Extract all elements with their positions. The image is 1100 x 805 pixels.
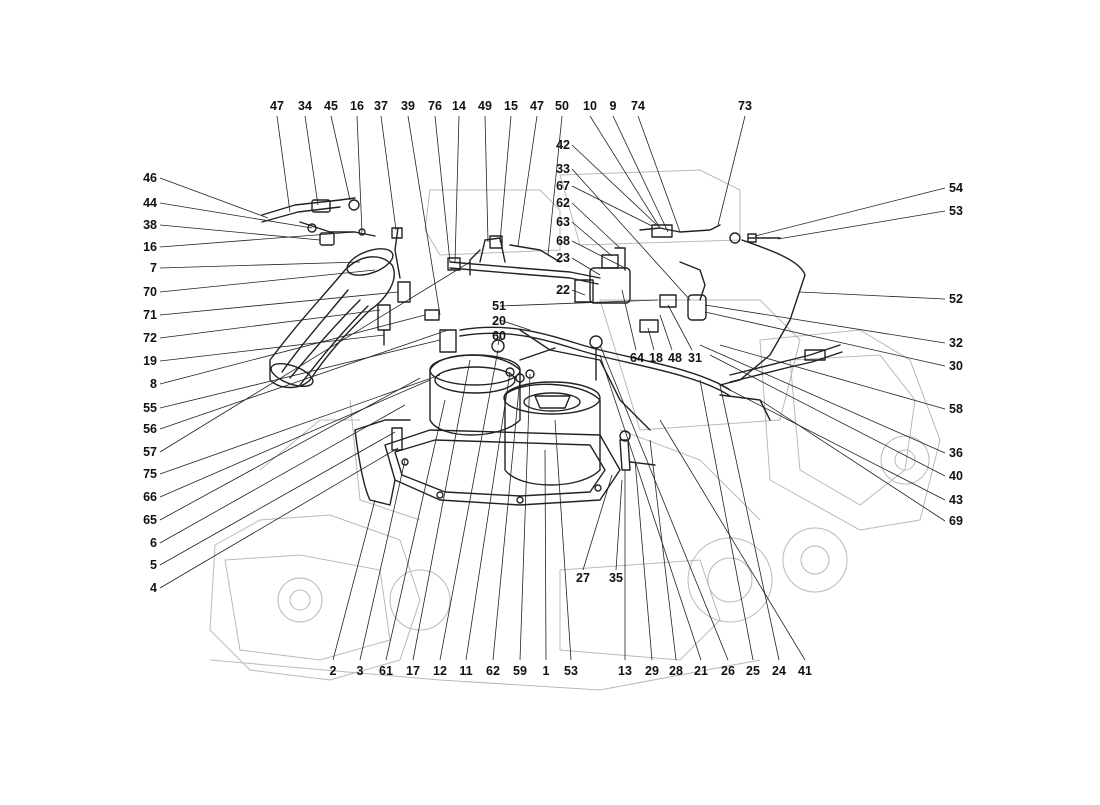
- callout-top-7: 14: [452, 99, 466, 113]
- callout-bottom-6: 62: [486, 664, 500, 678]
- callout-center-9: 20: [492, 314, 506, 328]
- callout-center-6: 23: [556, 251, 570, 265]
- callout-left-10: 55: [143, 401, 157, 415]
- callout-bottom-5: 11: [459, 664, 472, 678]
- callout-left-15: 65: [143, 513, 157, 527]
- callout-center-15: 27: [576, 571, 590, 585]
- callout-bottom-13: 21: [694, 664, 708, 678]
- callout-bottom-8: 1: [543, 664, 550, 678]
- callout-left-5: 70: [143, 285, 157, 299]
- callout-left-9: 8: [150, 377, 157, 391]
- callout-top-14: 74: [631, 99, 645, 113]
- callout-top-9: 15: [504, 99, 518, 113]
- callout-left-16: 6: [150, 536, 157, 550]
- callout-bottom-4: 12: [433, 664, 447, 678]
- callout-center-8: 51: [492, 299, 506, 313]
- callout-left-0: 46: [143, 171, 157, 185]
- callout-left-17: 5: [150, 558, 157, 572]
- callout-right-0: 54: [949, 181, 963, 195]
- callout-center-1: 33: [556, 162, 570, 176]
- callout-center-12: 18: [649, 351, 663, 365]
- callout-left-13: 75: [143, 467, 157, 481]
- parts-linework: [261, 197, 843, 506]
- callout-top-13: 9: [610, 99, 617, 113]
- callout-left-18: 4: [150, 581, 157, 595]
- callout-top-8: 49: [478, 99, 492, 113]
- callout-center-5: 68: [556, 234, 570, 248]
- callout-center-7: 22: [556, 283, 570, 297]
- callout-bottom-3: 17: [406, 664, 420, 678]
- callout-top-5: 39: [401, 99, 415, 113]
- callout-top-3: 16: [350, 99, 364, 113]
- callout-left-11: 56: [143, 422, 157, 436]
- callout-center-16: 35: [609, 571, 623, 585]
- callout-right-7: 40: [949, 469, 963, 483]
- callout-left-1: 44: [143, 196, 157, 210]
- callout-left-8: 19: [143, 354, 157, 368]
- callout-bottom-12: 28: [669, 664, 683, 678]
- callout-top-15: 73: [738, 99, 752, 113]
- callout-right-4: 30: [949, 359, 963, 373]
- callout-center-11: 64: [630, 351, 644, 365]
- callout-right-5: 58: [949, 402, 963, 416]
- callout-bottom-14: 26: [721, 664, 735, 678]
- callout-center-14: 31: [688, 351, 702, 365]
- callout-left-2: 38: [143, 218, 157, 232]
- callout-center-4: 63: [556, 215, 570, 229]
- callout-left-7: 72: [143, 331, 157, 345]
- callout-left-3: 16: [143, 240, 157, 254]
- callout-center-13: 48: [668, 351, 682, 365]
- callout-bottom-15: 25: [746, 664, 760, 678]
- callout-bottom-7: 59: [513, 664, 527, 678]
- callout-right-1: 53: [949, 204, 963, 218]
- callout-center-10: 60: [492, 329, 506, 343]
- callout-bottom-17: 41: [798, 664, 812, 678]
- callout-bottom-0: 2: [330, 664, 337, 678]
- callout-left-12: 57: [143, 445, 157, 459]
- callout-bottom-9: 53: [564, 664, 578, 678]
- callout-top-0: 47: [270, 99, 284, 113]
- callout-bottom-2: 61: [379, 664, 393, 678]
- callout-top-12: 10: [583, 99, 597, 113]
- callout-left-14: 66: [143, 490, 157, 504]
- callout-top-1: 34: [298, 99, 312, 113]
- callout-bottom-16: 24: [772, 664, 786, 678]
- callout-right-3: 32: [949, 336, 963, 350]
- callout-top-2: 45: [324, 99, 338, 113]
- callout-top-11: 50: [555, 99, 569, 113]
- callout-right-8: 43: [949, 493, 963, 507]
- callout-right-6: 36: [949, 446, 963, 460]
- callout-left-6: 71: [143, 308, 157, 322]
- callout-bottom-11: 29: [645, 664, 659, 678]
- callout-left-4: 7: [150, 261, 157, 275]
- callout-leader-lines: [159, 115, 946, 661]
- callout-top-4: 37: [374, 99, 388, 113]
- callout-right-2: 52: [949, 292, 963, 306]
- callout-bottom-1: 3: [357, 664, 364, 678]
- callout-top-6: 76: [428, 99, 442, 113]
- callout-center-3: 62: [556, 196, 570, 210]
- callout-bottom-10: 13: [618, 664, 632, 678]
- callout-right-9: 69: [949, 514, 963, 528]
- callout-center-2: 67: [556, 179, 570, 193]
- callout-top-10: 47: [530, 99, 544, 113]
- engine-background-outline: [209, 169, 941, 691]
- callout-center-0: 42: [556, 138, 570, 152]
